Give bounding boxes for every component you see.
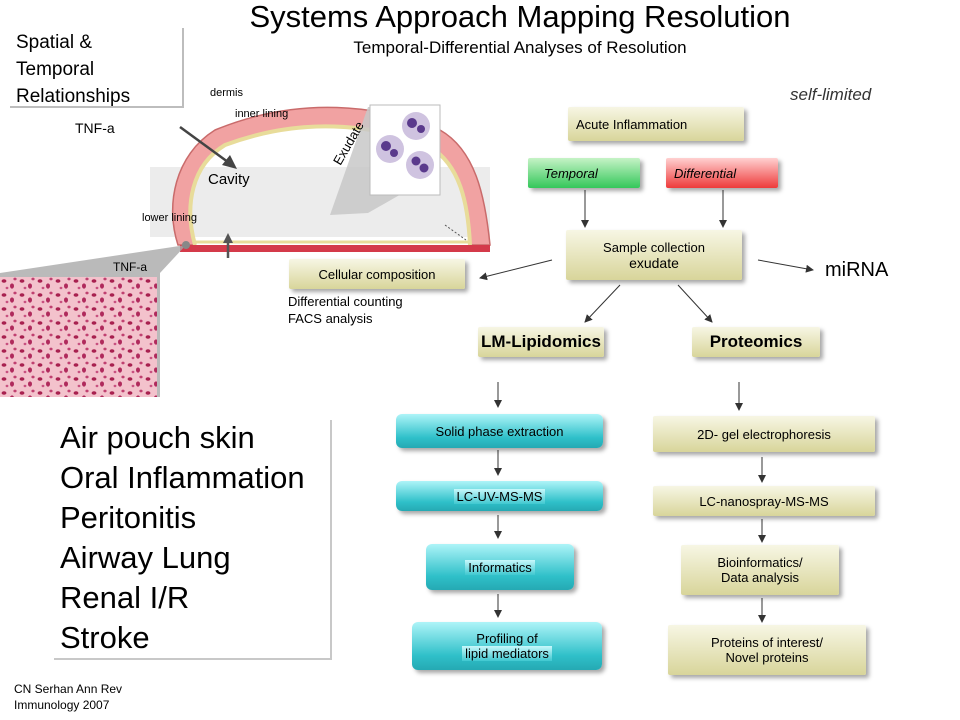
lc-uv-ms-ms-label: LC-UV-MS-MS: [453, 488, 546, 504]
bioinformatics-line1: Bioinformatics/: [717, 555, 803, 570]
informatics-box: Informatics: [426, 544, 574, 590]
tnf-arrow: [179, 125, 233, 167]
profiling-line1: Profiling of: [476, 631, 538, 646]
sample-collection-line2: exudate: [629, 254, 679, 271]
tissue-histology-inset: [0, 277, 157, 397]
lc-uv-ms-ms-box: LC-UV-MS-MS: [396, 481, 603, 511]
corner-label-line2: Temporal: [16, 59, 95, 80]
mirna-label: miRNA: [825, 259, 889, 281]
citation-line2: Immunology 2007: [14, 698, 110, 712]
lm-lipidomics-box: LM-Lipidomics: [478, 327, 604, 357]
temporal-box: Temporal: [528, 158, 640, 188]
model-peritonitis: Peritonitis: [60, 500, 197, 535]
informatics-label: Informatics: [465, 559, 535, 575]
inner-lining-line: [188, 124, 472, 246]
dermis-label: dermis: [210, 87, 244, 99]
self-limited-label: self-limited: [790, 85, 872, 104]
model-stroke: Stroke: [60, 620, 150, 655]
differential-box: Differential: [666, 158, 778, 188]
corner-label-line3: Relationships: [16, 86, 131, 107]
model-oral-inflammation: Oral Inflammation: [60, 460, 305, 495]
model-airway-lung: Airway Lung: [60, 540, 231, 575]
inner-lining-label: inner lining: [235, 108, 289, 120]
cellular-composition-box: Cellular composition: [289, 259, 465, 289]
facs-analysis-text: FACS analysis: [288, 311, 373, 326]
spatial-temporal-box: [10, 28, 184, 108]
page-subtitle: Temporal-Differential Analyses of Resolu…: [353, 38, 687, 57]
tnf-top-label: TNF-a: [75, 120, 115, 136]
proteins-line1: Proteins of interest/: [711, 635, 823, 650]
acute-inflammation-box: Acute Inflammation: [568, 107, 744, 141]
corner-label-line1: Spatial &: [16, 32, 93, 53]
cavity-label: Cavity: [208, 171, 250, 188]
lc-nanospray-box: LC-nanospray-MS-MS: [653, 486, 875, 516]
lower-lining-band: [180, 245, 490, 252]
sample-collection-box: Sample collection exudate: [566, 230, 742, 280]
bioinformatics-line2: Data analysis: [720, 570, 800, 585]
proteins-of-interest-box: Proteins of interest/ Novel proteins: [668, 625, 866, 675]
air-pouch-diagram: [0, 104, 491, 397]
model-air-pouch: Air pouch skin: [60, 420, 255, 455]
proteins-line2: Novel proteins: [725, 650, 809, 665]
differential-counting-text: Differential counting: [288, 294, 403, 309]
tnf-inset-label: TNF-a: [113, 260, 147, 274]
page-title: Systems Approach Mapping Resolution: [249, 0, 791, 34]
models-panel: [54, 420, 332, 660]
citation-line1: CN Serhan Ann Rev: [14, 682, 123, 696]
profiling-line2: lipid mediators: [462, 646, 552, 661]
model-renal-ir: Renal I/R: [60, 580, 190, 615]
lower-lining-label: lower lining: [142, 212, 198, 224]
bioinformatics-box: Bioinformatics/ Data analysis: [681, 545, 839, 595]
sample-collection-line1: Sample collection: [603, 239, 705, 255]
proteomics-box: Proteomics: [692, 327, 820, 357]
solid-phase-extraction-box: Solid phase extraction: [396, 414, 603, 448]
profiling-lipid-mediators-box: Profiling of lipid mediators: [412, 622, 602, 670]
gel-electrophoresis-box: 2D- gel electrophoresis: [653, 416, 875, 452]
